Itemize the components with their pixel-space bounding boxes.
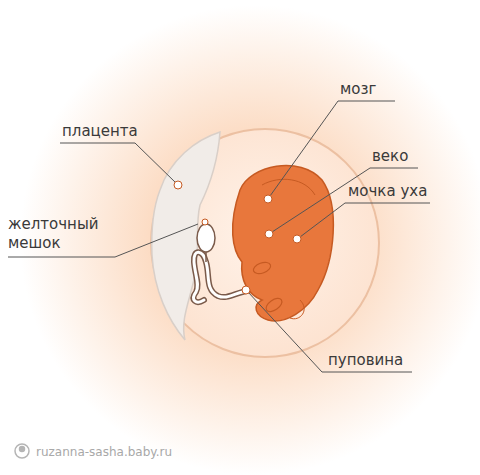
leader-lines bbox=[8, 101, 430, 372]
amniotic-sac bbox=[151, 129, 379, 357]
part-label: пуповина bbox=[328, 351, 403, 370]
part-label: желточный мешок bbox=[8, 215, 112, 253]
part-label: мочка уха bbox=[348, 182, 427, 201]
part-label: веко bbox=[372, 147, 408, 166]
part-label: мозг bbox=[340, 80, 376, 99]
part-label: плацента bbox=[62, 122, 138, 141]
placenta-shape bbox=[152, 132, 220, 340]
embryo bbox=[233, 166, 334, 321]
watermark: ruzanna-sasha.baby.ru bbox=[36, 443, 172, 462]
watermark-icon bbox=[15, 444, 29, 458]
label-dots bbox=[174, 181, 301, 294]
